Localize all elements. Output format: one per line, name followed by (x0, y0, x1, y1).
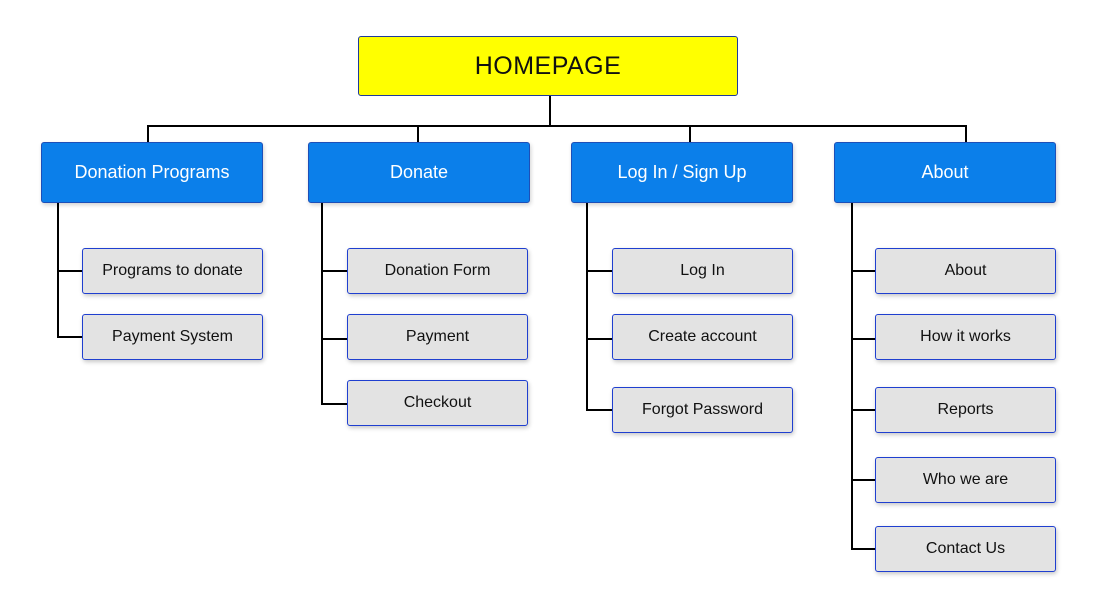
item-label: Payment System (112, 328, 233, 345)
item-create-account: Create account (612, 314, 793, 360)
category-label: Donation Programs (74, 162, 230, 182)
item-label: Forgot Password (642, 401, 763, 418)
homepage-node: HOMEPAGE (358, 36, 738, 96)
category-label: About (921, 162, 969, 182)
item-label: Donation Form (384, 262, 491, 279)
item-payment: Payment (347, 314, 528, 360)
item-payment-system: Payment System (82, 314, 263, 360)
item-log-in: Log In (612, 248, 793, 294)
category-about: About (834, 142, 1056, 203)
item-label: Reports (937, 401, 994, 418)
homepage-label: HOMEPAGE (474, 51, 622, 80)
item-programs-to-donate: Programs to donate (82, 248, 263, 294)
category-donation-programs: Donation Programs (41, 142, 263, 203)
category-donate: Donate (308, 142, 530, 203)
item-donation-form: Donation Form (347, 248, 528, 294)
category-label: Log In / Sign Up (617, 162, 747, 182)
item-reports: Reports (875, 387, 1056, 433)
item-contact-us: Contact Us (875, 526, 1056, 572)
item-label: How it works (920, 328, 1011, 345)
item-label: Contact Us (925, 540, 1006, 557)
item-who-we-are: Who we are (875, 457, 1056, 503)
category-login-signup: Log In / Sign Up (571, 142, 793, 203)
item-forgot-password: Forgot Password (612, 387, 793, 433)
item-label: About (944, 262, 987, 279)
item-checkout: Checkout (347, 380, 528, 426)
item-about: About (875, 248, 1056, 294)
item-label: Checkout (403, 394, 472, 411)
item-label: Payment (405, 328, 470, 345)
item-label: Log In (680, 262, 725, 279)
item-label: Create account (648, 328, 757, 345)
item-label: Who we are (922, 471, 1009, 488)
category-label: Donate (389, 162, 449, 182)
item-label: Programs to donate (102, 262, 243, 279)
item-how-it-works: How it works (875, 314, 1056, 360)
